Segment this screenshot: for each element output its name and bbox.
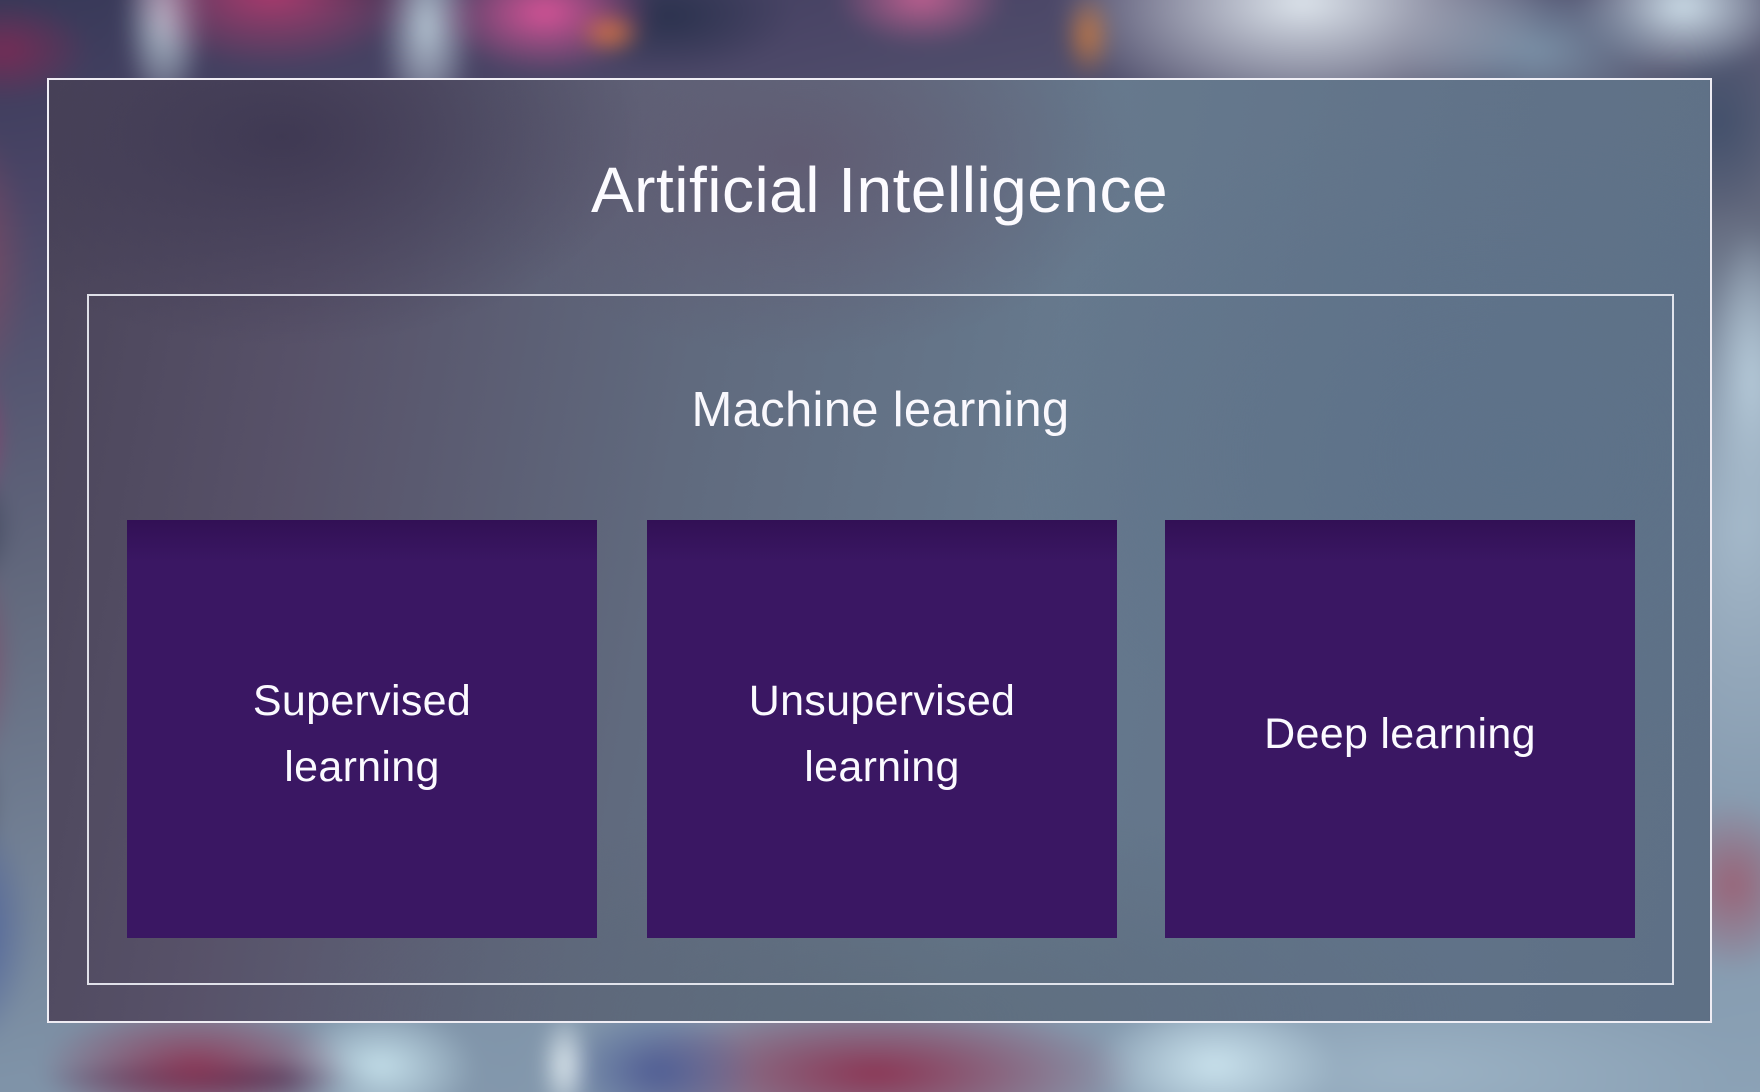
machine-learning-title: Machine learning: [691, 383, 1070, 437]
card-deep-learning: Deep learning: [1165, 520, 1635, 938]
artificial-intelligence-title: Artificial Intelligence: [590, 154, 1169, 226]
machine-learning-container: Machine learning Supervised learning Uns…: [87, 294, 1674, 985]
deep-learning-label: Deep learning: [1264, 710, 1536, 758]
card-unsupervised-learning: Unsupervised learning: [647, 520, 1117, 938]
unsupervised-learning-label: Unsupervised learning: [748, 677, 1016, 791]
supervised-learning-label: Supervised learning: [252, 677, 472, 791]
artificial-intelligence-container: Artificial Intelligence Machine learning…: [47, 78, 1712, 1023]
card-supervised-learning: Supervised learning: [127, 520, 597, 938]
